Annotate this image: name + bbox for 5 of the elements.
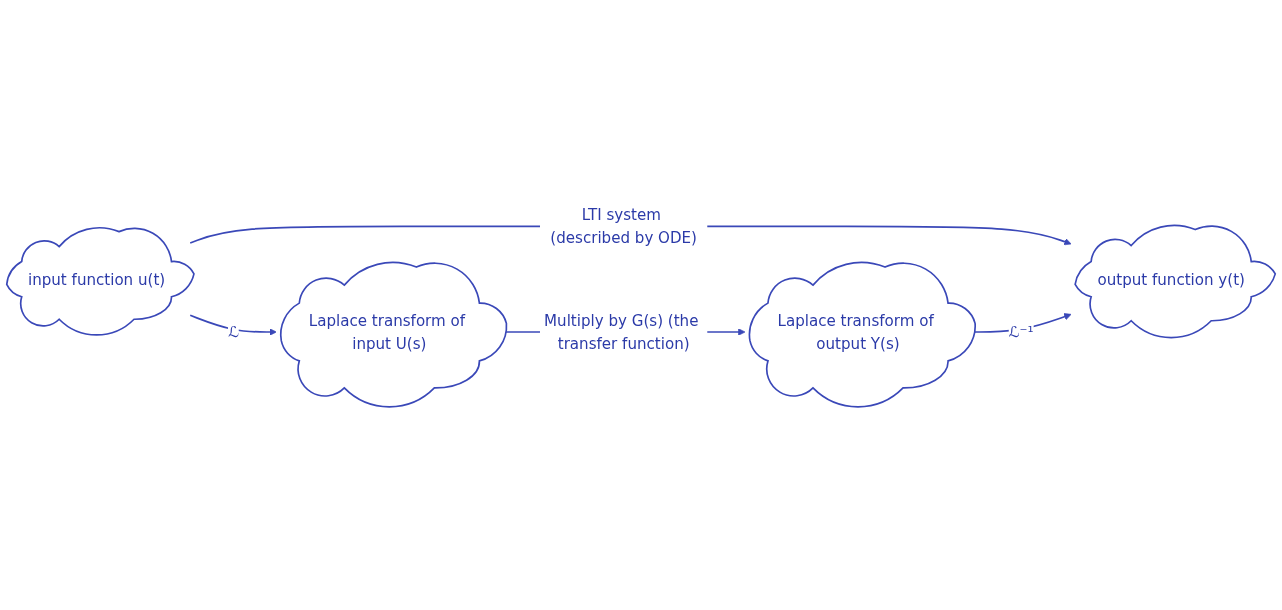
edge-label: ℒ (227, 322, 239, 341)
edge-label: ℒ⁻¹ (1008, 322, 1034, 341)
edge-label: Multiply by G(s) (the transfer function) (544, 311, 699, 352)
arrow (189, 314, 277, 336)
edge-label: LTI system (described by ODE) (550, 205, 697, 247)
